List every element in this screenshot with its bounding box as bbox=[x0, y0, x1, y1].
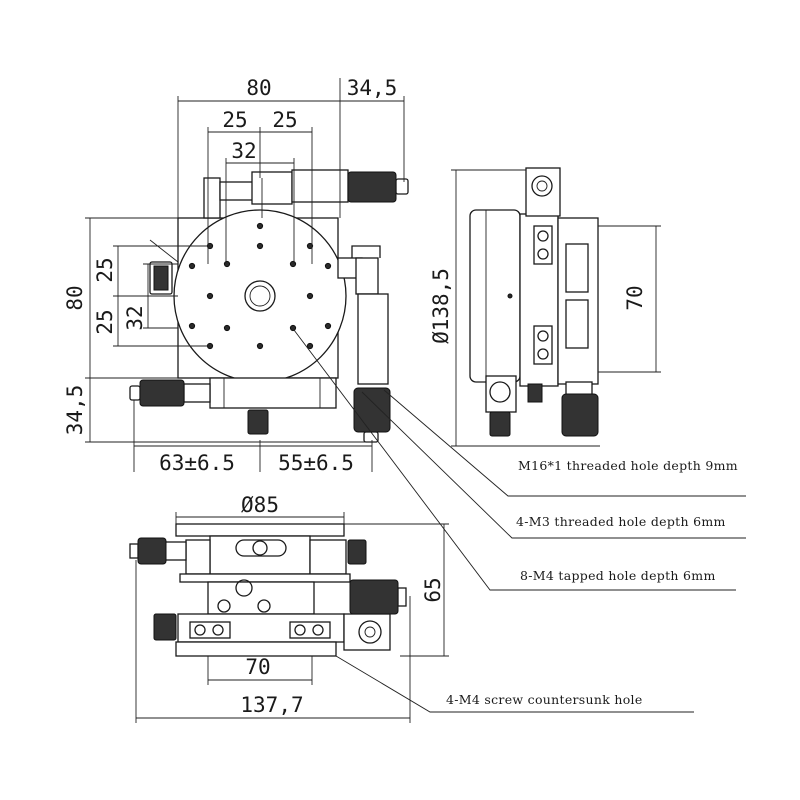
micrometer-ratchet-right bbox=[363, 431, 379, 443]
micrometer-barrel-top bbox=[291, 169, 349, 203]
micrometer-body-top bbox=[219, 181, 255, 201]
dim-overall-length: Ø138,5 bbox=[429, 268, 453, 344]
micrometer-barrel-bottom bbox=[183, 383, 211, 403]
front-table-top bbox=[175, 523, 345, 537]
micrometer-barrel-right bbox=[357, 293, 389, 385]
micrometer-thimble-top bbox=[347, 171, 397, 203]
top-bracket bbox=[203, 177, 221, 219]
side-view-dimensions bbox=[451, 169, 661, 447]
front-lower-ratchet bbox=[397, 587, 407, 607]
dim-travel-x: 63±6.5 bbox=[159, 451, 235, 475]
dim-side-lower-25: 25 bbox=[93, 309, 117, 334]
note-m16-thread: M16*1 threaded hole depth 9mm bbox=[518, 458, 738, 473]
micrometer-mount-top bbox=[251, 171, 293, 205]
top-view-dimensions bbox=[85, 78, 405, 472]
right-bracket-arm bbox=[351, 245, 381, 258]
lock-knob-bottom bbox=[247, 409, 269, 435]
front-base-side-block bbox=[343, 613, 391, 651]
dim-side-upper-25: 25 bbox=[93, 257, 117, 282]
micrometer-thimble-right bbox=[353, 387, 391, 433]
bottom-carriage bbox=[209, 377, 337, 409]
dim-base-slot: 70 bbox=[245, 655, 270, 679]
front-carriage-lower bbox=[207, 581, 315, 615]
micrometer-ratchet-top bbox=[395, 178, 409, 195]
front-micrometer-ratchet bbox=[129, 543, 139, 559]
front-lower-thimble bbox=[349, 579, 399, 615]
dim-micrometer-offset: 34,5 bbox=[347, 76, 398, 100]
front-micrometer-thimble bbox=[137, 537, 167, 565]
dim-hole-spacing-left: 25 bbox=[222, 108, 247, 132]
micrometer-mount-right bbox=[355, 257, 379, 295]
note-m3-thread: 4-M3 threaded hole depth 6mm bbox=[516, 514, 726, 529]
dim-travel-y: 55±6.5 bbox=[278, 451, 354, 475]
front-screw-plate-left bbox=[189, 621, 231, 639]
rotary-table bbox=[173, 209, 347, 383]
side-view bbox=[469, 167, 599, 437]
side-top-block bbox=[525, 167, 561, 217]
side-screw-block-2 bbox=[533, 325, 553, 365]
dim-top-width: 80 bbox=[246, 76, 271, 100]
front-right-block bbox=[309, 539, 347, 575]
lock-knob-left-knurl bbox=[153, 265, 169, 291]
side-rail-slot-1 bbox=[565, 243, 589, 293]
side-lock-knob bbox=[489, 411, 511, 437]
micrometer-thimble-bottom bbox=[139, 379, 185, 407]
front-view bbox=[129, 523, 407, 657]
dim-side-view-70: 70 bbox=[623, 285, 647, 310]
side-small-knob bbox=[527, 383, 543, 403]
side-rail-slot-2 bbox=[565, 299, 589, 349]
dim-bottom-micrometer-offset: 34,5 bbox=[63, 385, 87, 436]
dim-hole-spacing-right: 25 bbox=[272, 108, 297, 132]
front-screw-plate-right bbox=[289, 621, 331, 639]
micrometer-ratchet-bottom bbox=[129, 385, 141, 401]
top-view bbox=[129, 169, 409, 443]
note-m4-countersunk: 4-M4 screw countersunk hole bbox=[446, 692, 643, 707]
leader-lines bbox=[293, 329, 746, 713]
front-middle-plate bbox=[179, 573, 351, 583]
center-hole-inner bbox=[249, 285, 271, 307]
dim-side-height: 80 bbox=[63, 285, 87, 310]
dim-table-diameter: Ø85 bbox=[241, 493, 279, 517]
front-view-dimensions bbox=[135, 512, 449, 723]
center-hole bbox=[244, 280, 276, 312]
side-top-hole bbox=[531, 175, 553, 197]
front-right-knob bbox=[347, 539, 367, 565]
dim-base-length: 137,7 bbox=[240, 693, 303, 717]
dim-side-32: 32 bbox=[123, 305, 147, 330]
side-micrometer-thimble bbox=[561, 393, 599, 437]
front-left-block bbox=[185, 539, 211, 575]
front-slot-upper bbox=[235, 539, 287, 557]
note-m4-tapped: 8-M4 tapped hole depth 6mm bbox=[520, 568, 716, 583]
front-base-knob bbox=[153, 613, 177, 641]
front-base-lower bbox=[175, 641, 337, 657]
side-screw-block-1 bbox=[533, 225, 553, 265]
dim-front-height: 65 bbox=[421, 577, 445, 602]
dim-bolt-circle: 32 bbox=[231, 139, 256, 163]
front-micrometer-barrel bbox=[163, 541, 187, 561]
